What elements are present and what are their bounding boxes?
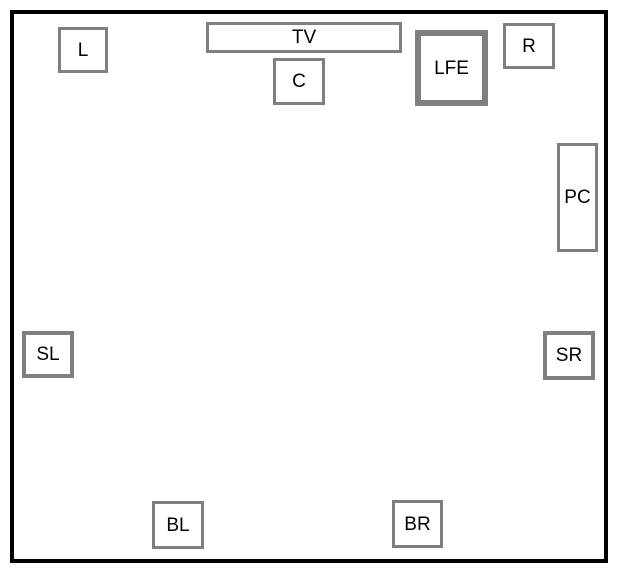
center-box: C <box>273 58 325 105</box>
lfe-subwoofer-box: LFE <box>415 30 488 106</box>
surround-left-label: SL <box>36 344 60 365</box>
tv-box: TV <box>206 22 402 53</box>
center-label: C <box>292 71 306 92</box>
front-right-box: R <box>503 23 555 69</box>
back-right-box: BR <box>392 500 443 548</box>
back-left-label: BL <box>166 514 190 536</box>
surround-left-box: SL <box>22 331 74 378</box>
pc-box: PC <box>557 143 598 252</box>
surround-right-box: SR <box>543 331 595 380</box>
surround-right-label: SR <box>555 345 583 366</box>
front-right-label: R <box>522 35 536 57</box>
pc-label: PC <box>564 187 591 208</box>
back-right-label: BR <box>404 513 431 535</box>
front-left-label: L <box>77 39 89 61</box>
front-left-box: L <box>58 27 108 73</box>
lfe-subwoofer-label: LFE <box>434 57 469 79</box>
tv-label: TV <box>291 27 317 48</box>
back-left-box: BL <box>152 501 204 549</box>
